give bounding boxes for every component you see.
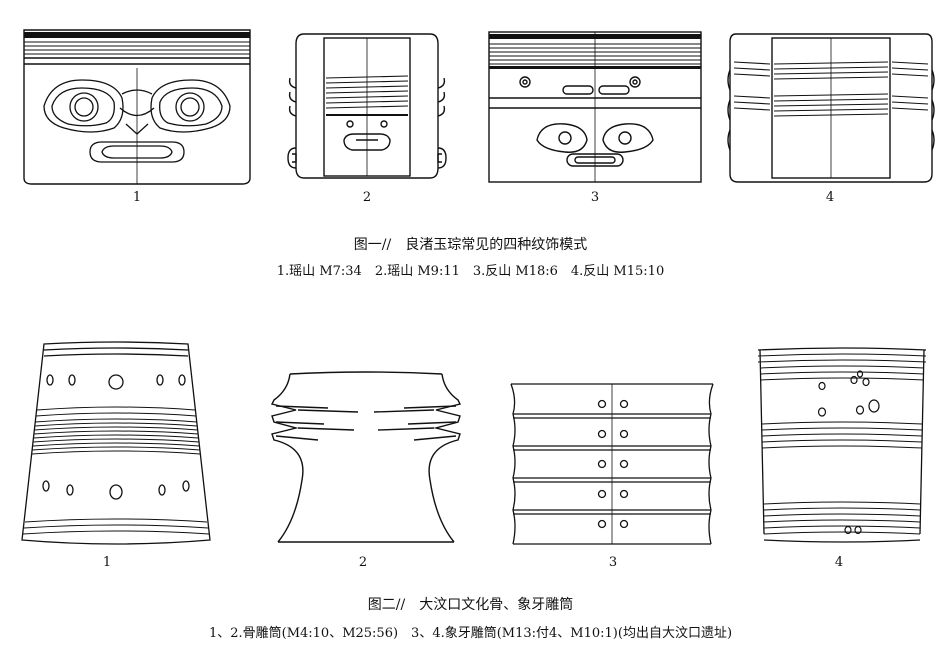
figure1-drawing-4	[727, 33, 935, 183]
figure2-label-2: 2	[358, 555, 368, 570]
figure1-title: 图一// 良渚玉琮常见的四种纹饰模式	[353, 237, 588, 253]
figure1-label-2: 2	[362, 190, 372, 205]
figure2-drawing-4	[757, 347, 927, 543]
figure1-label-4: 4	[825, 190, 835, 205]
figure1-drawing-2	[287, 33, 447, 179]
figure2-drawing-2	[270, 371, 462, 543]
figure2-subtitle: 1、2.骨雕筒(M4:10、M25:56) 3、4.象牙雕筒(M13:付4、M1…	[208, 626, 733, 641]
figure1-label-3: 3	[590, 190, 600, 205]
figure2-drawing-3	[510, 383, 714, 545]
figure2-drawing-1	[21, 341, 211, 545]
figure2-title: 图二// 大汶口文化骨、象牙雕筒	[367, 597, 574, 613]
figure1-label-1: 1	[132, 190, 142, 205]
figure1-subtitle: 1.瑶山 M7:34 2.瑶山 M9:11 3.反山 M18:6 4.反山 M1…	[276, 264, 665, 279]
figure1-drawing-1	[23, 29, 251, 185]
figure1-drawing-3	[488, 31, 702, 183]
figure2-label-4: 4	[834, 555, 844, 570]
figure2-label-3: 3	[608, 555, 618, 570]
figure2-label-1: 1	[102, 555, 112, 570]
